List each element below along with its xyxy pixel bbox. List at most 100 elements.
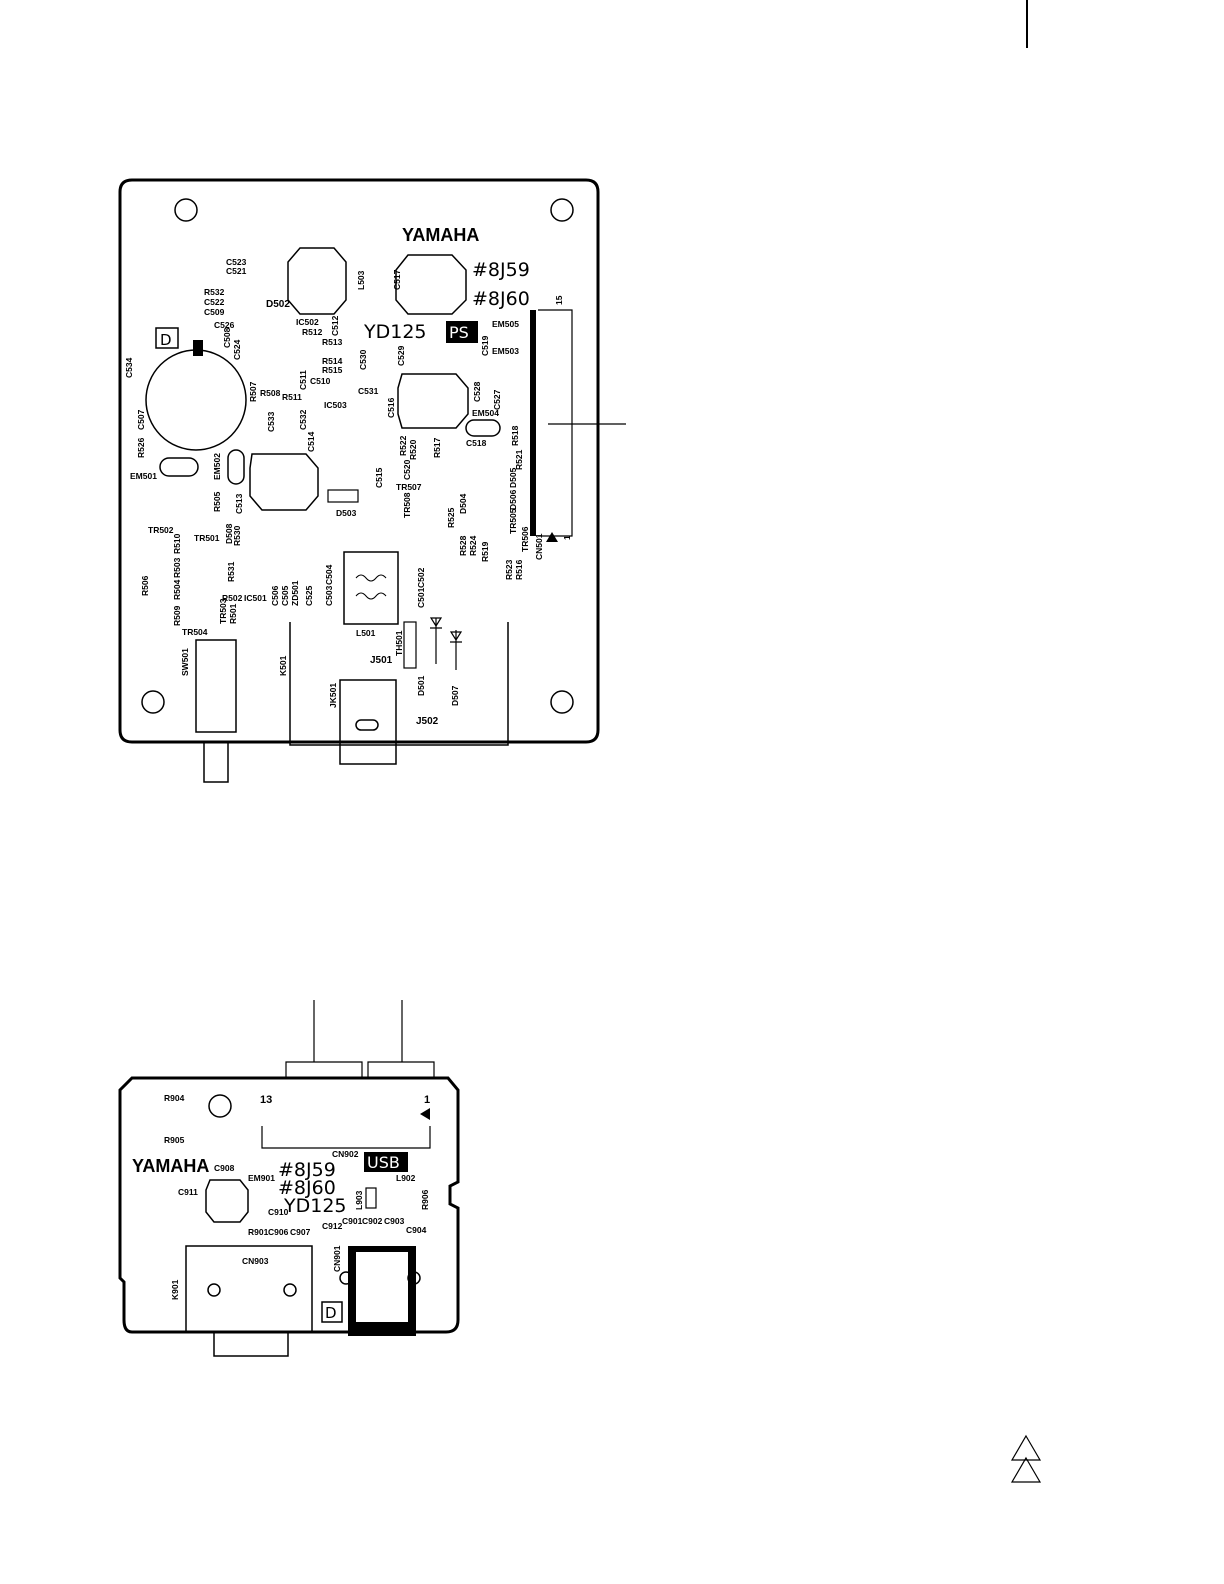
- label-r510: R510: [172, 533, 182, 554]
- coil-icon: [355, 592, 387, 600]
- jk501-hole: [355, 719, 379, 731]
- ps-board-tag: PS: [449, 323, 469, 342]
- em504-outline: [465, 419, 501, 437]
- label-c524: C524: [232, 339, 242, 360]
- label-c528: C528: [472, 381, 482, 402]
- label-tr507: TR507: [396, 482, 422, 492]
- label-tr504: TR504: [182, 627, 208, 637]
- usb-board-tag-box: [364, 1152, 408, 1172]
- label-em504: EM504: [472, 408, 499, 418]
- usb-board-tag: USB: [367, 1153, 400, 1172]
- mount-hole: [141, 690, 165, 714]
- label-jk501: JK501: [328, 683, 338, 708]
- label-c902: C902: [362, 1216, 383, 1226]
- label-tr506: TR506: [520, 526, 530, 552]
- mount-hole: [550, 198, 574, 222]
- usb-board-outline: [118, 1076, 460, 1334]
- ps-board-outline: [118, 178, 600, 744]
- pin1-arrow-icon: [420, 1108, 430, 1120]
- cn902-outline: [261, 1126, 431, 1149]
- label-r528: R528: [458, 535, 468, 556]
- cn901-usb-opening: [356, 1252, 408, 1322]
- label-r516: R516: [514, 559, 524, 580]
- label-cn901: CN901: [332, 1245, 342, 1272]
- label-d503: D503: [336, 508, 357, 518]
- cn501-outline: [538, 309, 573, 537]
- label-r524: R524: [468, 535, 478, 556]
- label-zd501: ZD501: [290, 580, 300, 606]
- cn903-hole: [283, 1283, 297, 1297]
- usb-component-labels: R904 R905 C908 C911 EM901 C910 R901 C906…: [164, 1093, 430, 1300]
- ps-component-labels: C523 C521 R532 C522 C509 D502 C526 C508 …: [124, 257, 544, 727]
- c908-capacitor-outline: [205, 1179, 249, 1223]
- em502-outline: [227, 449, 245, 485]
- label-r522: R522: [398, 435, 408, 456]
- label-d505: D505: [508, 467, 518, 488]
- label-em505: EM505: [492, 319, 519, 329]
- label-j502: J502: [416, 716, 439, 727]
- label-r506: R506: [140, 575, 150, 596]
- label-c911: C911: [178, 1187, 198, 1197]
- label-r518: R518: [510, 425, 520, 446]
- label-sw501: SW501: [180, 648, 190, 676]
- label-d504: D504: [458, 493, 468, 514]
- label-d501: D501: [416, 675, 426, 696]
- label-c519: C519: [480, 335, 490, 356]
- usb-connector-pin-1: 1: [424, 1094, 430, 1106]
- ps-board-tag-box: [446, 321, 478, 343]
- ps-model-code-2: #8J60: [472, 288, 530, 310]
- label-r504: R504: [172, 579, 182, 600]
- label-r505: R505: [212, 491, 222, 512]
- label-c505: C505: [280, 585, 290, 606]
- label-r523: R523: [504, 559, 514, 580]
- label-c502: C502: [416, 567, 426, 588]
- capacitor-outline: [249, 453, 319, 511]
- label-c515: C515: [374, 467, 384, 488]
- label-ic503: IC503: [324, 400, 347, 410]
- side-marker-box: [321, 1301, 343, 1323]
- jk501-outline: [339, 679, 397, 765]
- label-cn501: CN501: [534, 533, 544, 560]
- side-marker-box: [155, 327, 179, 349]
- label-r530: R530: [232, 525, 242, 546]
- label-c521: C521: [226, 266, 247, 276]
- label-cn903: CN903: [242, 1256, 269, 1266]
- label-em501: EM501: [130, 471, 157, 481]
- label-r514: R514: [322, 356, 343, 366]
- sw501-plunger: [203, 741, 229, 783]
- mount-hole: [550, 690, 574, 714]
- label-d508: D508: [224, 523, 234, 544]
- label-tr508: TR508: [402, 492, 412, 518]
- label-c901: C901: [342, 1216, 363, 1226]
- label-c508: C508: [222, 327, 232, 348]
- label-r508: R508: [260, 388, 281, 398]
- usb-model-code-1: #8J59: [278, 1159, 336, 1181]
- label-c520: C520: [402, 459, 412, 480]
- label-r502: R502: [222, 593, 243, 603]
- label-c523: C523: [226, 257, 247, 267]
- label-c534: C534: [124, 357, 134, 378]
- page-edge-rule: [1026, 0, 1028, 48]
- label-c910: C910: [268, 1207, 289, 1217]
- label-c532: C532: [298, 409, 308, 430]
- label-c509: C509: [204, 307, 225, 317]
- capacitor-polarity-mark: [193, 340, 203, 356]
- label-r520: R520: [408, 439, 418, 460]
- warning-triangle-icon: [1010, 1434, 1042, 1461]
- usb-side-marker: D: [325, 1304, 337, 1322]
- usb-board: 13 1 YAMAHA #8J59 #8J60 YD125 USB D R904…: [118, 1000, 460, 1357]
- label-r905: R905: [164, 1135, 185, 1145]
- label-em901: EM901: [248, 1173, 275, 1183]
- label-r904: R904: [164, 1093, 185, 1103]
- label-tr505: TR505: [508, 508, 518, 534]
- label-j501: J501: [370, 655, 393, 666]
- ps-board: YAMAHA #8J59 #8J60 YD125 PS D 15 1: [118, 178, 626, 783]
- cn903-hole: [207, 1283, 221, 1297]
- label-c527: C527: [492, 389, 502, 410]
- label-tr502: TR502: [148, 525, 174, 535]
- ps-model-name: YD125: [363, 321, 427, 343]
- label-k901: K901: [170, 1279, 180, 1300]
- diode-symbol-icon: [429, 617, 443, 664]
- label-c506: C506: [270, 585, 280, 606]
